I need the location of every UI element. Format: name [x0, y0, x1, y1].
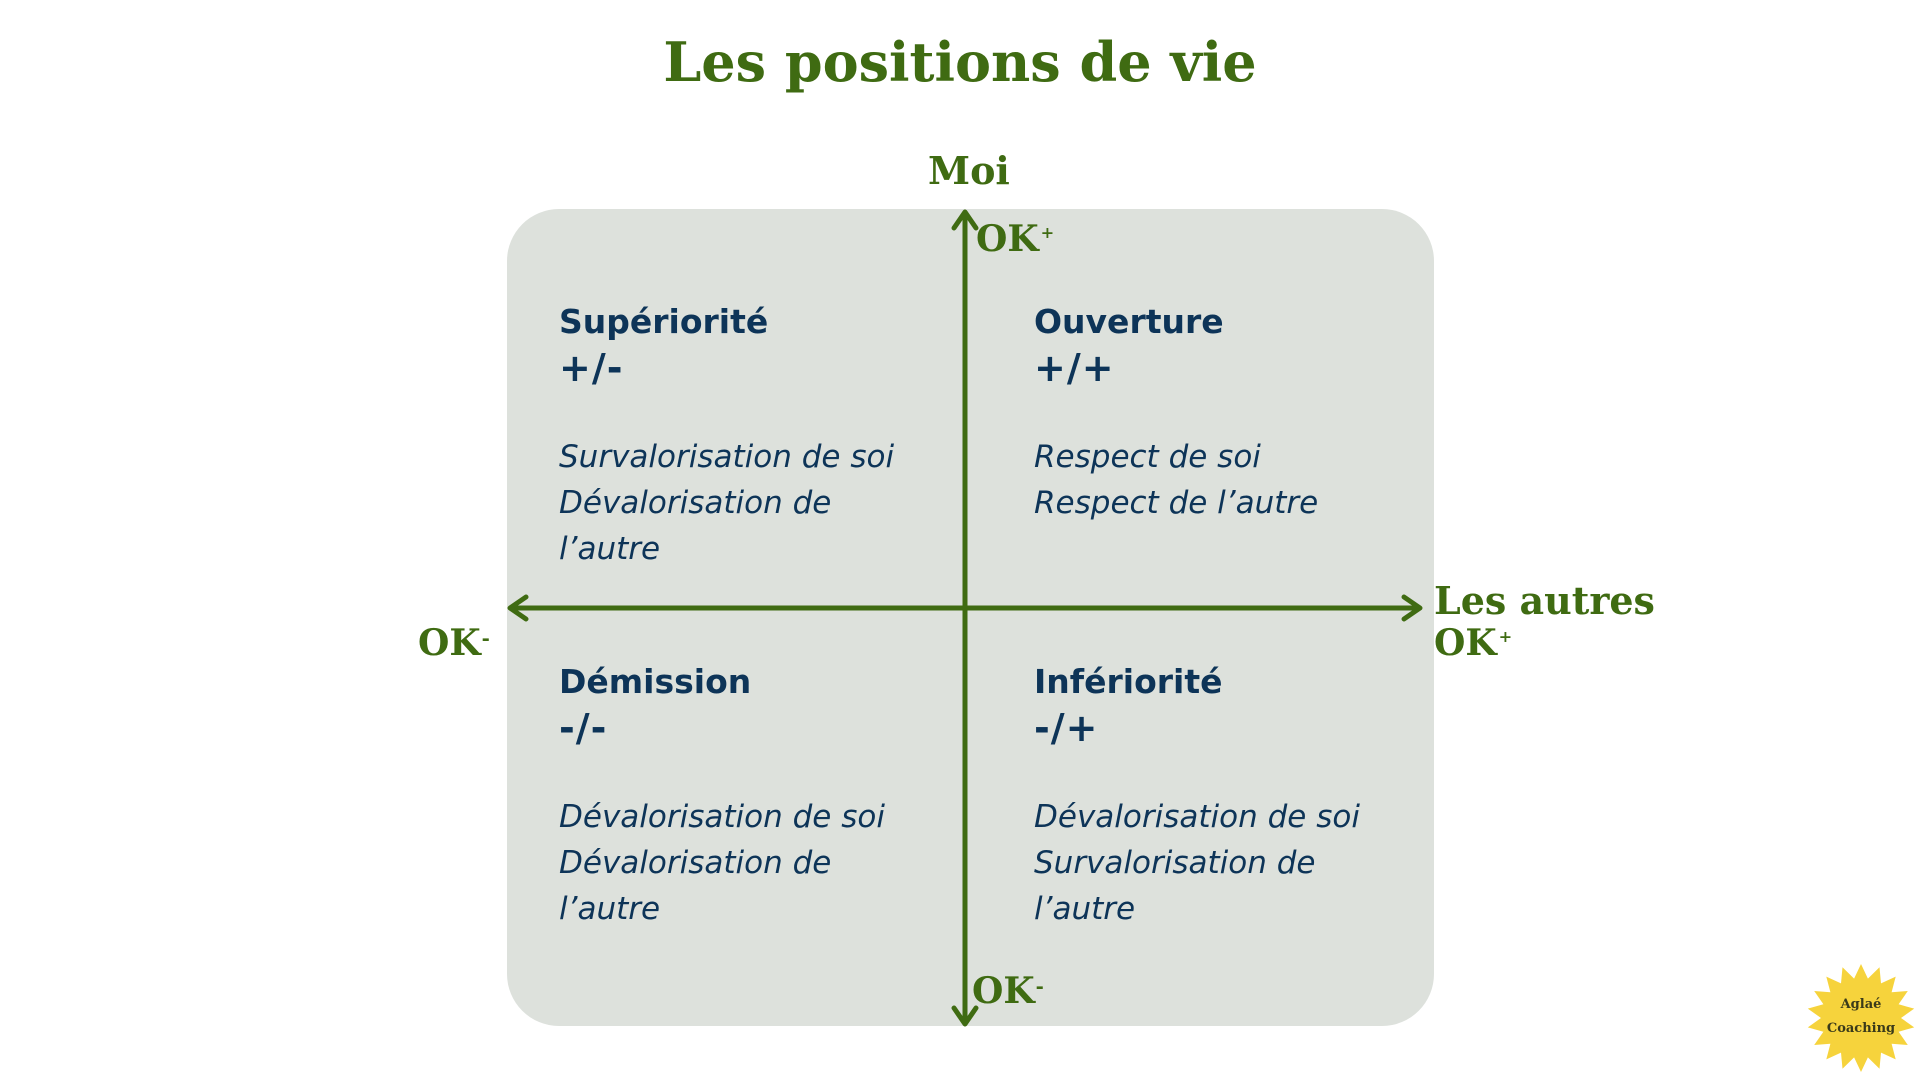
vertical-arrow-bottom [951, 1005, 979, 1027]
horizontal-arrow-right [1401, 594, 1423, 622]
description-line: Dévalorisation de [559, 485, 832, 521]
quadrant-description: Survalorisation de soi Dévalorisation de… [559, 434, 959, 572]
description-line: Dévalorisation de [559, 845, 832, 881]
sun-logo-icon [1807, 964, 1915, 1072]
top-ok-sign: + [1040, 223, 1055, 243]
top-ok-label: OK+ [976, 218, 1054, 260]
left-ok-text: OK [418, 622, 481, 664]
horizontal-axis-label: Les autres [1434, 578, 1655, 623]
quadrant-sign: -/+ [1034, 706, 1099, 750]
bottom-ok-label: OK- [972, 970, 1044, 1012]
left-ok-sign: - [481, 626, 490, 651]
quadrant-panel [507, 209, 1434, 1026]
logo-line-1: Aglaé [1840, 997, 1882, 1012]
quadrant-sign: -/- [559, 706, 608, 750]
description-line: Dévalorisation de soi [1034, 799, 1360, 835]
right-ok-text: OK [1434, 622, 1497, 664]
description-line: l’autre [559, 531, 661, 567]
description-line: l’autre [1034, 891, 1136, 927]
bottom-ok-sign: - [1035, 974, 1044, 999]
quadrant-superiorite: Supériorité +/- Survalorisation de soi D… [559, 300, 959, 572]
right-ok-sign: + [1498, 627, 1513, 647]
description-line: Respect de soi [1034, 439, 1261, 475]
quadrant-name: Ouverture [1034, 302, 1224, 341]
description-line: Dévalorisation de soi [559, 799, 885, 835]
logo-line-2: Coaching [1826, 1021, 1896, 1036]
horizontal-arrow-left [507, 594, 529, 622]
logo-text: Aglaé Coaching [1806, 993, 1916, 1041]
quadrant-sign: +/+ [1034, 346, 1115, 390]
bottom-ok-text: OK [972, 970, 1035, 1012]
quadrant-name: Supériorité [559, 302, 769, 341]
page-title: Les positions de vie [663, 30, 1257, 94]
quadrant-description: Dévalorisation de soi Dévalorisation de … [559, 794, 959, 932]
quadrant-description: Respect de soi Respect de l’autre [1034, 434, 1434, 526]
aglae-coaching-logo: Aglaé Coaching [1806, 963, 1916, 1073]
vertical-arrow-top [951, 209, 979, 231]
description-line: Survalorisation de soi [559, 439, 895, 475]
quadrant-demission: Démission -/- Dévalorisation de soi Déva… [559, 660, 959, 932]
left-ok-label: OK- [418, 622, 490, 664]
quadrant-name: Démission [559, 662, 752, 701]
quadrant-name: Infériorité [1034, 662, 1223, 701]
quadrant-sign: +/- [559, 346, 624, 390]
description-line: l’autre [559, 891, 661, 927]
quadrant-ouverture: Ouverture +/+ Respect de soi Respect de … [1034, 300, 1434, 526]
description-line: Respect de l’autre [1034, 485, 1319, 521]
quadrant-description: Dévalorisation de soi Survalorisation de… [1034, 794, 1434, 932]
description-line: Survalorisation de [1034, 845, 1316, 881]
right-ok-label: OK+ [1434, 622, 1512, 664]
top-ok-text: OK [976, 218, 1039, 260]
quadrant-inferiorite: Infériorité -/+ Dévalorisation de soi Su… [1034, 660, 1434, 932]
vertical-axis-label: Moi [928, 148, 1010, 193]
